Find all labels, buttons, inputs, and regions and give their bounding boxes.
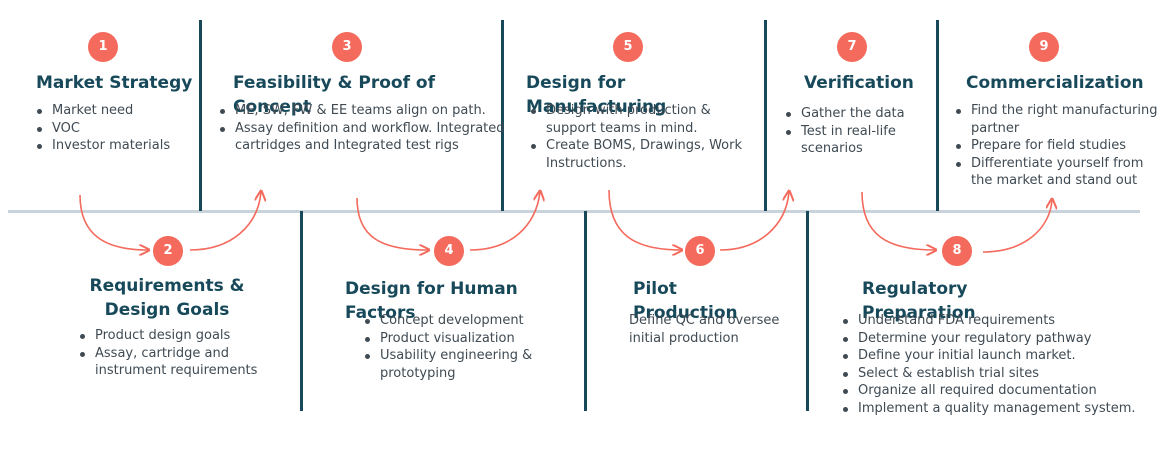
step-2-title: Requirements & Design Goals <box>89 276 245 320</box>
step-6-badge: 6 <box>685 236 715 266</box>
arrow-7-to-8 <box>861 191 935 250</box>
step-3-title: Feasibility & Proof of Concept <box>233 73 435 117</box>
step-7-points: Gather the data Test in real-life scenar… <box>782 105 936 158</box>
timeline-baseline <box>8 210 1140 213</box>
step-8-badge: 8 <box>942 236 972 266</box>
step-1-points: Market need VOC Investor materials <box>33 102 212 155</box>
list-item: Find the right manufacturing partner <box>956 102 1163 137</box>
list-item: Create BOMS, Drawings, Work Instructions… <box>531 137 746 172</box>
step-6-title: Pilot Production <box>633 279 738 323</box>
step-7-badge: 7 <box>837 32 867 62</box>
step-8-title: Regulatory Preparation <box>862 279 976 323</box>
list-item: Concept development <box>365 312 580 330</box>
list-item: Gather the data <box>786 105 936 123</box>
step-1-title: Market Strategy <box>36 73 193 93</box>
step-4-points: Concept development Product visualizatio… <box>361 312 580 382</box>
list-item: Market need <box>37 102 212 120</box>
arrow-6-to-7 <box>719 192 789 251</box>
list-item: Design with production & support teams i… <box>531 102 746 137</box>
step-5-badge: 5 <box>613 32 643 62</box>
divider-6-8 <box>806 211 809 411</box>
step-3-badge: 3 <box>332 32 362 62</box>
step-5-points: Design with production & support teams i… <box>527 102 746 172</box>
step-1-badge: 1 <box>88 32 118 62</box>
step-9-points: Find the right manufacturing partner Pre… <box>952 102 1163 190</box>
list-item: Prepare for field studies <box>956 137 1163 155</box>
arrow-5-to-6 <box>608 189 681 250</box>
arrow-2-to-3 <box>189 192 261 251</box>
divider-5-7 <box>764 20 767 211</box>
list-item: VOC <box>37 120 212 138</box>
step-5-title: Design for Manufacturing <box>526 73 667 117</box>
list-item: Investor materials <box>37 137 212 155</box>
list-item: Determine your regulatory pathway <box>843 330 1158 348</box>
list-item: Product design goals <box>80 327 285 345</box>
arrow-4-to-5 <box>469 192 540 251</box>
divider-1-3 <box>199 20 202 211</box>
arrow-3-to-4 <box>356 197 428 250</box>
list-item: Select & establish trial sites <box>843 365 1158 383</box>
arrow-8-to-9 <box>982 200 1052 253</box>
step-4-badge: 4 <box>434 236 464 266</box>
list-item: Implement a quality management system. <box>843 400 1158 418</box>
step-4-title: Design for Human Factors <box>345 279 518 323</box>
step-3-points: ME, SW, FW & EE teams align on path. Ass… <box>216 102 505 155</box>
step-6-text: Define QC and oversee initial production <box>629 313 780 346</box>
step-2-badge: 2 <box>153 236 183 266</box>
list-item: Usability engineering & prototyping <box>365 347 580 382</box>
list-item: Organize all required documentation <box>843 382 1158 400</box>
divider-3-5 <box>501 20 504 211</box>
step-9-title: Commercialization <box>966 73 1144 93</box>
step-9-badge: 9 <box>1029 32 1059 62</box>
list-item: Test in real-life scenarios <box>786 123 936 158</box>
list-item: Product visualization <box>365 330 580 348</box>
arrow-1-to-2 <box>79 194 148 250</box>
step-8-points: Understand FDA requirements Determine yo… <box>839 312 1158 417</box>
list-item: Differentiate yourself from the market a… <box>956 155 1163 190</box>
divider-4-6 <box>584 211 587 411</box>
divider-7-9 <box>936 20 939 211</box>
divider-2-4 <box>300 211 303 411</box>
step-7-title: Verification <box>804 73 914 93</box>
list-item: Define your initial launch market. <box>843 347 1158 365</box>
list-item: Assay definition and workflow. Integrate… <box>220 120 505 153</box>
list-item: Understand FDA requirements <box>843 312 1158 330</box>
step-2-points: Product design goals Assay, cartridge an… <box>76 327 285 380</box>
list-item: Assay, cartridge and instrument requirem… <box>80 345 285 380</box>
list-item: ME, SW, FW & EE teams align on path. <box>220 102 505 120</box>
